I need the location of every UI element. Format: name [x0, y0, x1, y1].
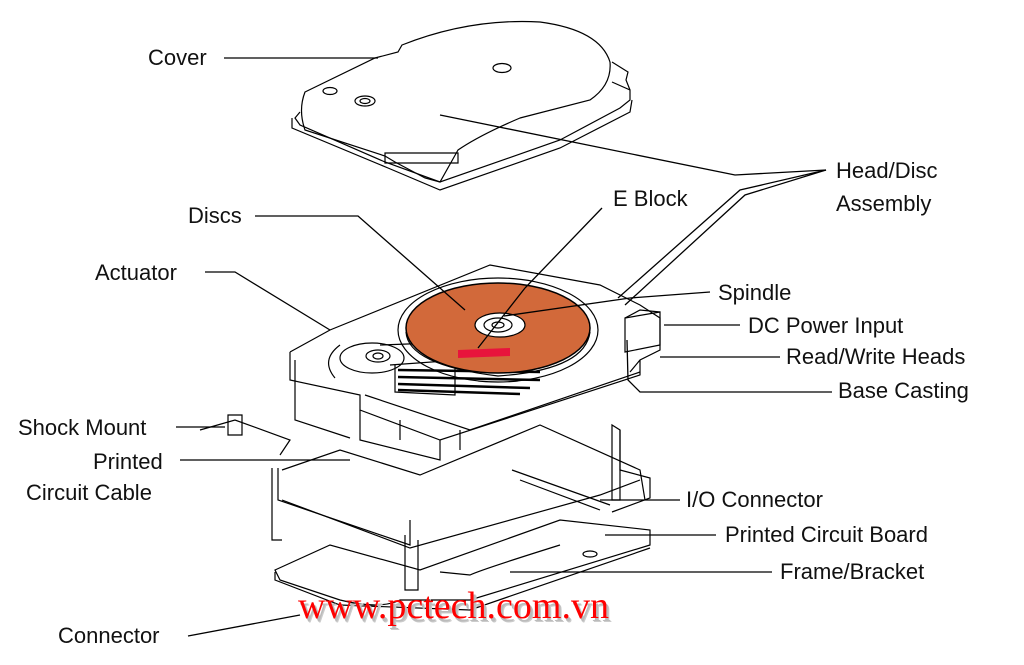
label-cover: Cover [148, 45, 207, 70]
label-head-disc-assembly-line1: Head/Disc [836, 158, 938, 183]
label-io-connector: I/O Connector [686, 487, 823, 512]
base-casting-part [290, 265, 660, 460]
label-spindle: Spindle [718, 280, 792, 305]
label-base-casting: Base Casting [838, 378, 969, 403]
label-dc-power-input: DC Power Input [748, 313, 904, 338]
label-printed-circuit-board: Printed Circuit Board [725, 522, 928, 547]
read-write-head [458, 348, 510, 358]
leader-lines [176, 58, 832, 636]
label-printed-circuit-cable-line2: Circuit Cable [26, 480, 152, 505]
label-discs: Discs [188, 203, 242, 228]
pcb-part [275, 520, 650, 610]
label-head-disc-assembly-line2: Assembly [836, 191, 932, 216]
cover-part [292, 21, 632, 190]
label-e-block: E Block [613, 186, 688, 211]
label-connector: Connector [58, 623, 160, 648]
label-printed-circuit-cable-line1: Printed [93, 449, 163, 474]
label-actuator: Actuator [95, 260, 177, 285]
watermark-text: www.pctech.com.vn [298, 585, 609, 627]
frame-bracket-part [200, 415, 650, 590]
label-shock-mount: Shock Mount [18, 415, 147, 440]
discs-part [398, 278, 598, 382]
label-frame-bracket: Frame/Bracket [780, 559, 925, 584]
label-read-write-heads: Read/Write Heads [786, 344, 966, 369]
